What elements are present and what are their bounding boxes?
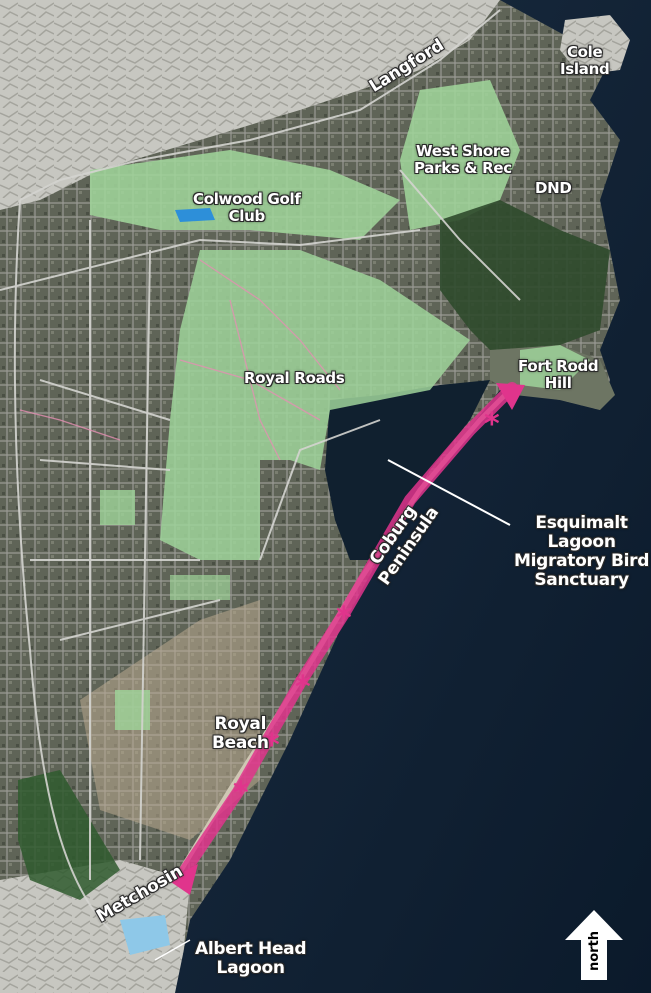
ocean (175, 0, 651, 993)
route-marker[interactable]: * (336, 601, 352, 636)
west-shore-park (400, 80, 520, 230)
label-line: Beach (212, 733, 269, 753)
label-line: West Shore (415, 142, 510, 160)
north-label: north (587, 930, 602, 971)
sports-field (115, 690, 150, 730)
label-fort-rodd-hill[interactable]: Fort Rodd Hill (518, 357, 599, 392)
route-markers: * * * * * (233, 407, 500, 811)
southern-terrain (0, 860, 190, 993)
label-line: Royal (214, 714, 267, 734)
small-park-2 (170, 575, 230, 600)
label-line: Lagoon (216, 958, 285, 978)
route-arrow-north (496, 383, 525, 410)
albert-head-lagoon-water (120, 915, 170, 955)
label-line: Lagoon (547, 532, 616, 552)
label-line: Cole (566, 43, 603, 61)
route-marker[interactable]: * (264, 728, 280, 763)
label-line: Sanctuary (534, 570, 629, 590)
lagoon-leader-line (387, 459, 511, 526)
label-line: Parks & Rec (414, 159, 512, 177)
gravel-area (80, 600, 260, 840)
golf-pond (175, 208, 215, 222)
label-line: Albert Head (195, 939, 307, 959)
fort-rodd-park (520, 345, 590, 390)
label-line: Esquimalt (535, 513, 628, 533)
label-cole-island[interactable]: Cole Island (560, 43, 610, 78)
route-marker[interactable]: * (295, 670, 311, 705)
small-park (100, 490, 135, 525)
coburg-route[interactable] (168, 382, 525, 895)
label-royal-roads[interactable]: Royal Roads (244, 369, 345, 387)
northern-terrain (0, 0, 500, 210)
colwood-golf-park (90, 150, 400, 240)
road-network (0, 9, 521, 931)
label-line: Migratory Bird (514, 551, 650, 571)
label-line: Club (228, 207, 266, 225)
label-dnd[interactable]: DND (535, 179, 572, 197)
cole-island-land (560, 15, 630, 75)
route-marker[interactable]: * (233, 776, 249, 811)
route-marker[interactable]: * (484, 407, 500, 442)
label-line: Colwood Golf (193, 190, 301, 208)
north-arrow-icon (565, 910, 623, 980)
southern-forest (18, 770, 120, 900)
label-line: Island (560, 60, 610, 78)
label-colwood-golf[interactable]: Colwood Golf Club (193, 191, 301, 225)
label-west-shore[interactable]: West Shore Parks & Rec (414, 143, 512, 177)
label-albert-head-lagoon[interactable]: Albert Head Lagoon (195, 939, 307, 978)
label-line: Fort Rodd (518, 357, 599, 375)
route-line (174, 382, 518, 884)
trails (19, 259, 341, 461)
label-royal-beach[interactable]: Royal Beach (212, 715, 269, 753)
forest-area (440, 200, 610, 350)
label-esquimalt-lagoon[interactable]: Esquimalt Lagoon Migratory Bird Sanctuar… (514, 514, 649, 590)
albert-head-leader-line (154, 939, 191, 961)
label-line: Hill (544, 374, 572, 392)
route-arrow-south (168, 864, 198, 895)
